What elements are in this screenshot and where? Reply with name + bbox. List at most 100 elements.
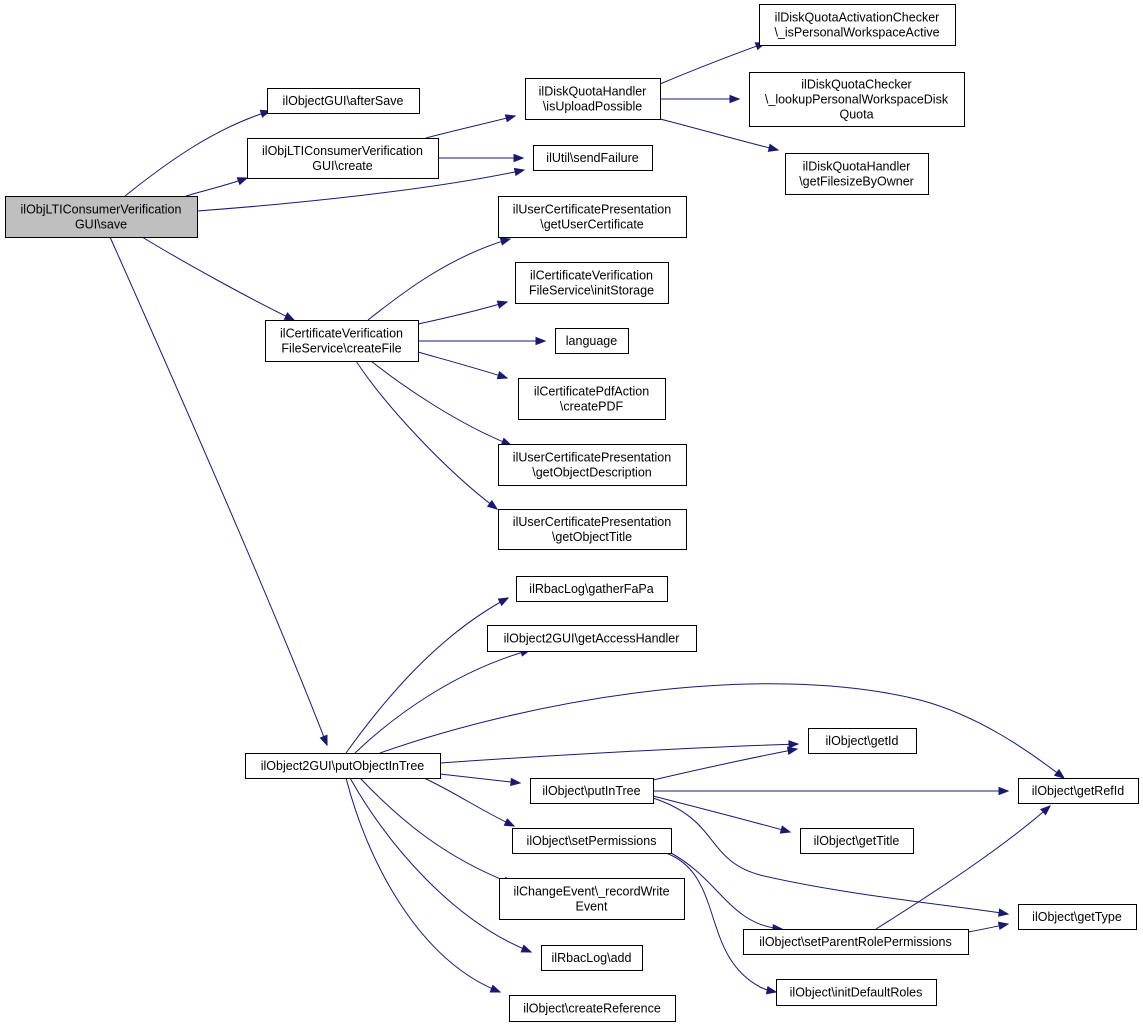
edge-putObjectInTree-to-getAccessHandler [354, 648, 532, 754]
node-label-line: ilObject\getType [1032, 910, 1122, 924]
node-label-line: GUI\create [312, 159, 372, 173]
edge-line [423, 777, 515, 827]
node-label-line: \getFilesizeByOwner [799, 175, 914, 189]
edge-line [359, 777, 514, 885]
edge-createFile-to-getObjectTitle [355, 360, 499, 510]
node-sendFailure[interactable]: ilUtil\sendFailure [533, 145, 653, 171]
arrowhead-icon [1040, 805, 1052, 816]
node-getAccessHandler[interactable]: ilObject2GUI\getAccessHandler [487, 625, 697, 652]
node-label-line: ilCertificatePdfAction [534, 385, 649, 399]
edge-save-to-putObjectInTree [109, 236, 328, 747]
node-label-line: ilDiskQuotaHandler [803, 160, 911, 174]
edge-putObjectInTree-to-createReference [345, 777, 502, 993]
node-getFilesizeByOwner[interactable]: ilDiskQuotaHandler\getFilesizeByOwner [785, 153, 929, 195]
node-box [516, 576, 668, 602]
node-label-line: ilObject\setPermissions [527, 834, 657, 848]
node-getRefId[interactable]: ilObject\getRefId [1018, 778, 1139, 804]
node-initDefaultRoles[interactable]: ilObject\initDefaultRoles [776, 979, 937, 1006]
node-getTitle[interactable]: ilObject\getTitle [800, 828, 914, 854]
node-box [555, 328, 629, 354]
edge-line [439, 773, 521, 784]
edge-setPermissions-to-setParentRolePermissions [670, 852, 784, 933]
edge-line [659, 118, 779, 151]
node-getObjectTitle[interactable]: ilUserCertificatePresentation\getObjectT… [498, 509, 687, 550]
edge-line [196, 169, 525, 212]
edge-setParentRolePermissions-to-getRefId [875, 805, 1052, 930]
node-createFile[interactable]: ilCertificateVerificationFileService\cre… [265, 320, 419, 362]
arrowhead-icon [486, 499, 499, 510]
node-rbacLogAdd[interactable]: ilRbacLog\add [541, 945, 643, 971]
edge-create-to-sendFailure [437, 153, 525, 163]
node-isUploadPossible[interactable]: ilDiskQuotaHandler\isUploadPossible [525, 78, 661, 120]
node-label-line: \_isPersonalWorkspaceActive [774, 26, 939, 40]
node-label-line: ilObjLTIConsumerVerification [262, 144, 423, 158]
node-getId[interactable]: ilObject\getId [808, 728, 917, 754]
node-label-line: ilChangeEvent\_recordWrite [513, 885, 669, 899]
arrowhead-icon [535, 336, 547, 346]
edge-putInTree-to-getRefId [652, 786, 1010, 796]
node-label-line: FileService\initStorage [529, 284, 654, 298]
node-setPermissions[interactable]: ilObject\setPermissions [512, 828, 672, 854]
edge-line [370, 360, 512, 446]
node-box [515, 262, 669, 304]
node-language[interactable]: language [555, 328, 629, 354]
node-createReference[interactable]: ilObject\createReference [509, 995, 676, 1022]
edge-line [439, 743, 799, 764]
node-initStorage[interactable]: ilCertificateVerificationFileService\ini… [515, 262, 669, 304]
node-box [265, 320, 419, 362]
edge-createFile-to-language [417, 336, 547, 346]
node-afterSave[interactable]: ilObjectGUI\afterSave [267, 88, 420, 114]
edge-line [367, 238, 511, 321]
edge-createFile-to-getObjectDescription [370, 360, 513, 446]
edge-line [417, 301, 508, 325]
node-label-line: \_lookupPersonalWorkspaceDisk [765, 93, 949, 107]
node-gatherFaPa[interactable]: ilRbacLog\gatherFaPa [516, 576, 668, 602]
node-getType[interactable]: ilObject\getType [1018, 904, 1137, 930]
node-box [541, 945, 643, 971]
node-createPDF[interactable]: ilCertificatePdfAction\createPDF [518, 378, 666, 420]
node-box [518, 378, 666, 420]
edge-line [345, 777, 501, 993]
edge-line [379, 683, 1065, 779]
arrowhead-icon [236, 177, 249, 186]
edge-createFile-to-createPDF [417, 351, 509, 380]
edge-line [141, 236, 295, 321]
arrowhead-icon [1053, 768, 1066, 779]
edge-createFile-to-getUserCertificate [367, 237, 512, 321]
edge-line [652, 797, 1009, 915]
node-lookupPersonalWorkspaceDiskQuota[interactable]: ilDiskQuotaChecker\_lookupPersonalWorksp… [749, 72, 965, 127]
node-box [498, 196, 687, 238]
edge-putObjectInTree-to-getRefId [379, 683, 1066, 779]
edge-save-to-createFile [141, 236, 296, 321]
node-setParentRolePermissions[interactable]: ilObject\setParentRolePermissions [743, 929, 969, 955]
node-putInTree[interactable]: ilObject\putInTree [530, 778, 654, 804]
node-getObjectDescription[interactable]: ilUserCertificatePresentation\getObjectD… [498, 444, 687, 486]
node-putObjectInTree[interactable]: ilObject2GUI\putObjectInTree [245, 753, 441, 779]
node-label-line: ilObject2GUI\putObjectInTree [261, 759, 425, 773]
node-label-line: \isUploadPossible [543, 100, 642, 114]
node-label-line: ilObject\initDefaultRoles [790, 986, 923, 1000]
node-label-line: \getObjectDescription [532, 466, 652, 480]
arrowhead-icon [510, 777, 522, 787]
node-label-line: ilObjectGUI\afterSave [283, 94, 404, 108]
node-box [800, 828, 914, 854]
edge-putInTree-to-getTitle [652, 795, 792, 834]
node-isPersonalWorkspaceActive[interactable]: ilDiskQuotaActivationChecker\_isPersonal… [759, 4, 956, 46]
node-getUserCertificate[interactable]: ilUserCertificatePresentation\getUserCer… [498, 196, 687, 238]
node-label-line: ilUserCertificatePresentation [513, 203, 671, 217]
node-box [743, 929, 969, 955]
edge-line [355, 360, 498, 510]
arrowhead-icon [767, 143, 780, 152]
node-box [785, 153, 929, 195]
node-box [499, 878, 685, 920]
node-label-line: ilUtil\sendFailure [546, 151, 638, 165]
node-label-line: ilObject\getId [826, 734, 899, 748]
node-label-line: ilObject\getTitle [814, 834, 900, 848]
edge-line [109, 236, 328, 746]
arrowhead-icon [499, 237, 512, 246]
node-label-line: language [566, 334, 617, 348]
edge-putObjectInTree-to-gatherFaPa [345, 597, 510, 754]
